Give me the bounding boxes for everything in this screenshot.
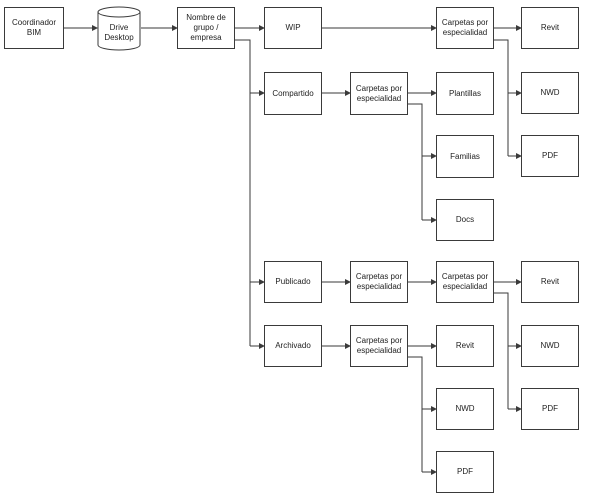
wip-carpetas-trunk-line (494, 39, 509, 156)
publicado-carpetas-label: Carpetas por especialidad (355, 272, 403, 291)
archivado-revit-box: Revit (436, 325, 494, 367)
plantillas-box: Plantillas (436, 72, 494, 115)
compartido-box: Compartido (264, 72, 322, 115)
nombre-trunk-line (235, 39, 251, 346)
drive-desktop-cylinder: Drive Desktop (97, 5, 141, 52)
archivado-nwd-label: NWD (455, 404, 475, 413)
archivado-carpetas-box: Carpetas por especialidad (350, 325, 408, 367)
archivado-revit-label: Revit (455, 341, 475, 350)
archivado-label: Archivado (275, 341, 311, 350)
coordinador-bim-box: Coordinador BIM (4, 7, 64, 49)
publicado-carpetas-2-box: Carpetas por especialidad (436, 261, 494, 303)
publicado-revit-label: Revit (540, 277, 560, 286)
publicado-carpetas-2-label: Carpetas por especialidad (441, 272, 489, 291)
archivado-pdf-label: PDF (457, 467, 473, 476)
nombre-grupo-label: Nombre de grupo / empresa (186, 13, 226, 42)
docs-box: Docs (436, 199, 494, 241)
archivado-carpetas-label: Carpetas por especialidad (355, 336, 403, 355)
publicado-revit-box: Revit (521, 261, 579, 303)
wip-carpetas-box: Carpetas por especialidad (436, 7, 494, 49)
plantillas-label: Plantillas (448, 88, 481, 98)
publicado-pdf-label: PDF (542, 404, 558, 413)
wip-box: WIP (264, 7, 322, 49)
wip-nwd-box: NWD (521, 72, 579, 114)
docs-label: Docs (455, 215, 475, 224)
compartido-carpetas-box: Carpetas por especialidad (350, 72, 408, 115)
publicado-label: Publicado (275, 277, 311, 286)
familias-box: Familias (436, 135, 494, 178)
publicado-pdf-box: PDF (521, 388, 579, 430)
publicado-nwd-box: NWD (521, 325, 579, 367)
nombre-grupo-box: Nombre de grupo / empresa (177, 7, 235, 49)
wip-pdf-label: PDF (542, 151, 558, 160)
wip-label: WIP (285, 23, 301, 32)
wip-nwd-label: NWD (540, 88, 560, 97)
wip-carpetas-label: Carpetas por especialidad (441, 18, 489, 37)
coordinador-bim-label: Coordinador BIM (11, 18, 57, 37)
archivado-nwd-box: NWD (436, 388, 494, 430)
familias-label: Familias (450, 151, 480, 161)
archivado-pdf-box: PDF (436, 451, 494, 493)
wip-revit-label: Revit (540, 23, 560, 32)
database-cylinder-icon (97, 6, 141, 51)
wip-revit-box: Revit (521, 7, 579, 49)
pub-carpetas2-trunk-line (494, 292, 509, 409)
publicado-nwd-label: NWD (540, 341, 560, 350)
archivado-box: Archivado (264, 325, 322, 367)
publicado-carpetas-box: Carpetas por especialidad (350, 261, 408, 303)
wip-pdf-box: PDF (521, 135, 579, 177)
drive-desktop-label: Drive Desktop (104, 23, 134, 42)
comp-carpetas-trunk-line (408, 103, 423, 220)
compartido-label: Compartido (272, 88, 314, 98)
compartido-carpetas-label: Carpetas por especialidad (355, 83, 403, 103)
publicado-box: Publicado (264, 261, 322, 303)
arch-carpetas-trunk-line (408, 356, 423, 472)
